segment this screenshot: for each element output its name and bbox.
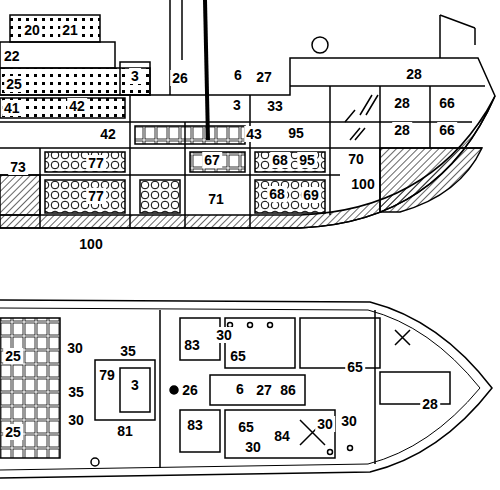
- callout-number: 79: [97, 367, 117, 383]
- callout-number: 69: [301, 187, 321, 203]
- callout-number: 83: [185, 417, 205, 433]
- callout-number: 27: [254, 382, 274, 398]
- callout-number: 73: [8, 159, 28, 175]
- callout-number: 95: [286, 125, 306, 141]
- callout-number: 65: [236, 419, 256, 435]
- callout-number: 27: [254, 69, 274, 85]
- callout-number: 30: [315, 416, 335, 432]
- callout-number: 77: [86, 188, 106, 204]
- callout-number: 30: [243, 439, 263, 455]
- callout-number: 30: [66, 412, 86, 428]
- callout-number: 95: [297, 152, 317, 168]
- callout-number: 25: [3, 424, 23, 440]
- callout-number: 81: [115, 423, 135, 439]
- callout-number: 86: [278, 382, 298, 398]
- callout-number: 6: [232, 67, 244, 83]
- callout-number: 26: [180, 382, 200, 398]
- callout-number: 26: [170, 70, 190, 86]
- callout-number: 22: [2, 48, 22, 64]
- callout-number: 30: [214, 327, 234, 343]
- callout-number: 41: [2, 100, 22, 116]
- callout-number: 28: [392, 95, 412, 111]
- callout-number: 35: [118, 343, 138, 359]
- callout-number: 77: [86, 155, 106, 171]
- callout-number: 66: [437, 122, 457, 138]
- callout-number: 33: [265, 98, 285, 114]
- callout-number: 71: [206, 191, 226, 207]
- callout-number: 20: [22, 22, 42, 38]
- callout-number: 83: [182, 337, 202, 353]
- callout-number: 84: [272, 428, 292, 444]
- callout-number: 100: [77, 236, 104, 252]
- callout-number: 25: [3, 348, 23, 364]
- callout-number: 30: [65, 340, 85, 356]
- callout-number: 42: [67, 98, 87, 114]
- callout-number: 42: [98, 126, 118, 142]
- callout-number: 28: [392, 122, 412, 138]
- callout-number: 70: [346, 151, 366, 167]
- callout-number: 3: [129, 68, 141, 84]
- callout-number: 28: [420, 396, 440, 412]
- callout-number: 66: [437, 95, 457, 111]
- callout-number: 28: [404, 66, 424, 82]
- callout-number: 6: [234, 381, 246, 397]
- callout-number: 43: [244, 126, 264, 142]
- callout-number: 100: [349, 176, 376, 192]
- callout-number: 3: [129, 377, 141, 393]
- callout-number: 67: [202, 152, 222, 168]
- callout-number: 68: [267, 186, 287, 202]
- callout-number: 25: [4, 76, 24, 92]
- callout-number: 65: [228, 348, 248, 364]
- callout-number: 3: [231, 97, 243, 113]
- callout-number: 30: [339, 413, 359, 429]
- callout-number: 68: [270, 152, 290, 168]
- callout-number: 65: [345, 359, 365, 375]
- callout-number: 35: [66, 384, 86, 400]
- callout-number: 21: [60, 22, 80, 38]
